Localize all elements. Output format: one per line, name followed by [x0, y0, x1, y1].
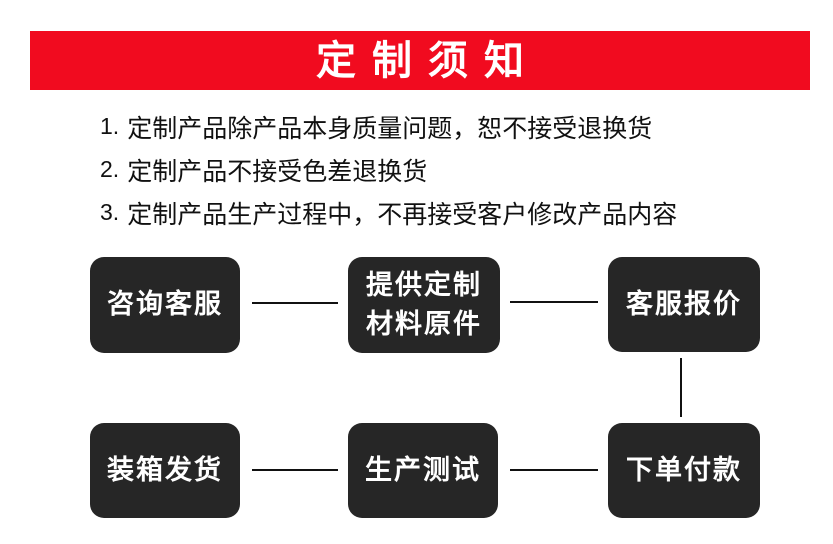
flow-step-consult-service: 咨询客服 — [90, 257, 240, 353]
notice-item-3: 3. 定制产品生产过程中，不再接受客户修改产品内容 — [100, 191, 740, 234]
connector-row2-left — [252, 469, 338, 471]
connector-row1-left — [252, 302, 338, 304]
flow-step-provide-materials: 提供定制 材料原件 — [348, 257, 500, 353]
flow-step-label: 咨询客服 — [107, 289, 223, 320]
notice-number: 3. — [100, 199, 120, 225]
connector-vertical — [680, 358, 682, 417]
notice-text: 定制产品不接受色差退换货 — [127, 157, 428, 186]
notice-item-2: 2. 定制产品不接受色差退换货 — [100, 148, 740, 191]
connector-row1-right — [510, 301, 598, 303]
flow-step-pack-ship: 装箱发货 — [90, 423, 240, 518]
flow-step-place-order: 下单付款 — [608, 423, 760, 518]
notice-text: 定制产品除产品本身质量问题，恕不接受退换货 — [127, 114, 653, 143]
notice-number: 2. — [100, 156, 120, 182]
flow-step-label: 客服报价 — [626, 288, 742, 319]
connector-row2-right — [510, 469, 598, 471]
flow-step-label: 生产测试 — [365, 454, 481, 485]
notice-text: 定制产品生产过程中，不再接受客户修改产品内容 — [127, 200, 678, 229]
page-title: 定制须知 — [316, 38, 540, 83]
flow-step-production-test: 生产测试 — [348, 423, 498, 518]
flow-step-quote: 客服报价 — [608, 257, 760, 352]
notice-number: 1. — [100, 113, 120, 139]
notice-banner: 定制须知 — [30, 31, 810, 90]
flow-step-label: 下单付款 — [626, 454, 742, 485]
flow-step-label: 提供定制 材料原件 — [366, 269, 482, 339]
flow-step-label: 装箱发货 — [107, 454, 223, 485]
notice-list: 1. 定制产品除产品本身质量问题，恕不接受退换货 2. 定制产品不接受色差退换货… — [100, 105, 740, 234]
notice-item-1: 1. 定制产品除产品本身质量问题，恕不接受退换货 — [100, 105, 740, 148]
